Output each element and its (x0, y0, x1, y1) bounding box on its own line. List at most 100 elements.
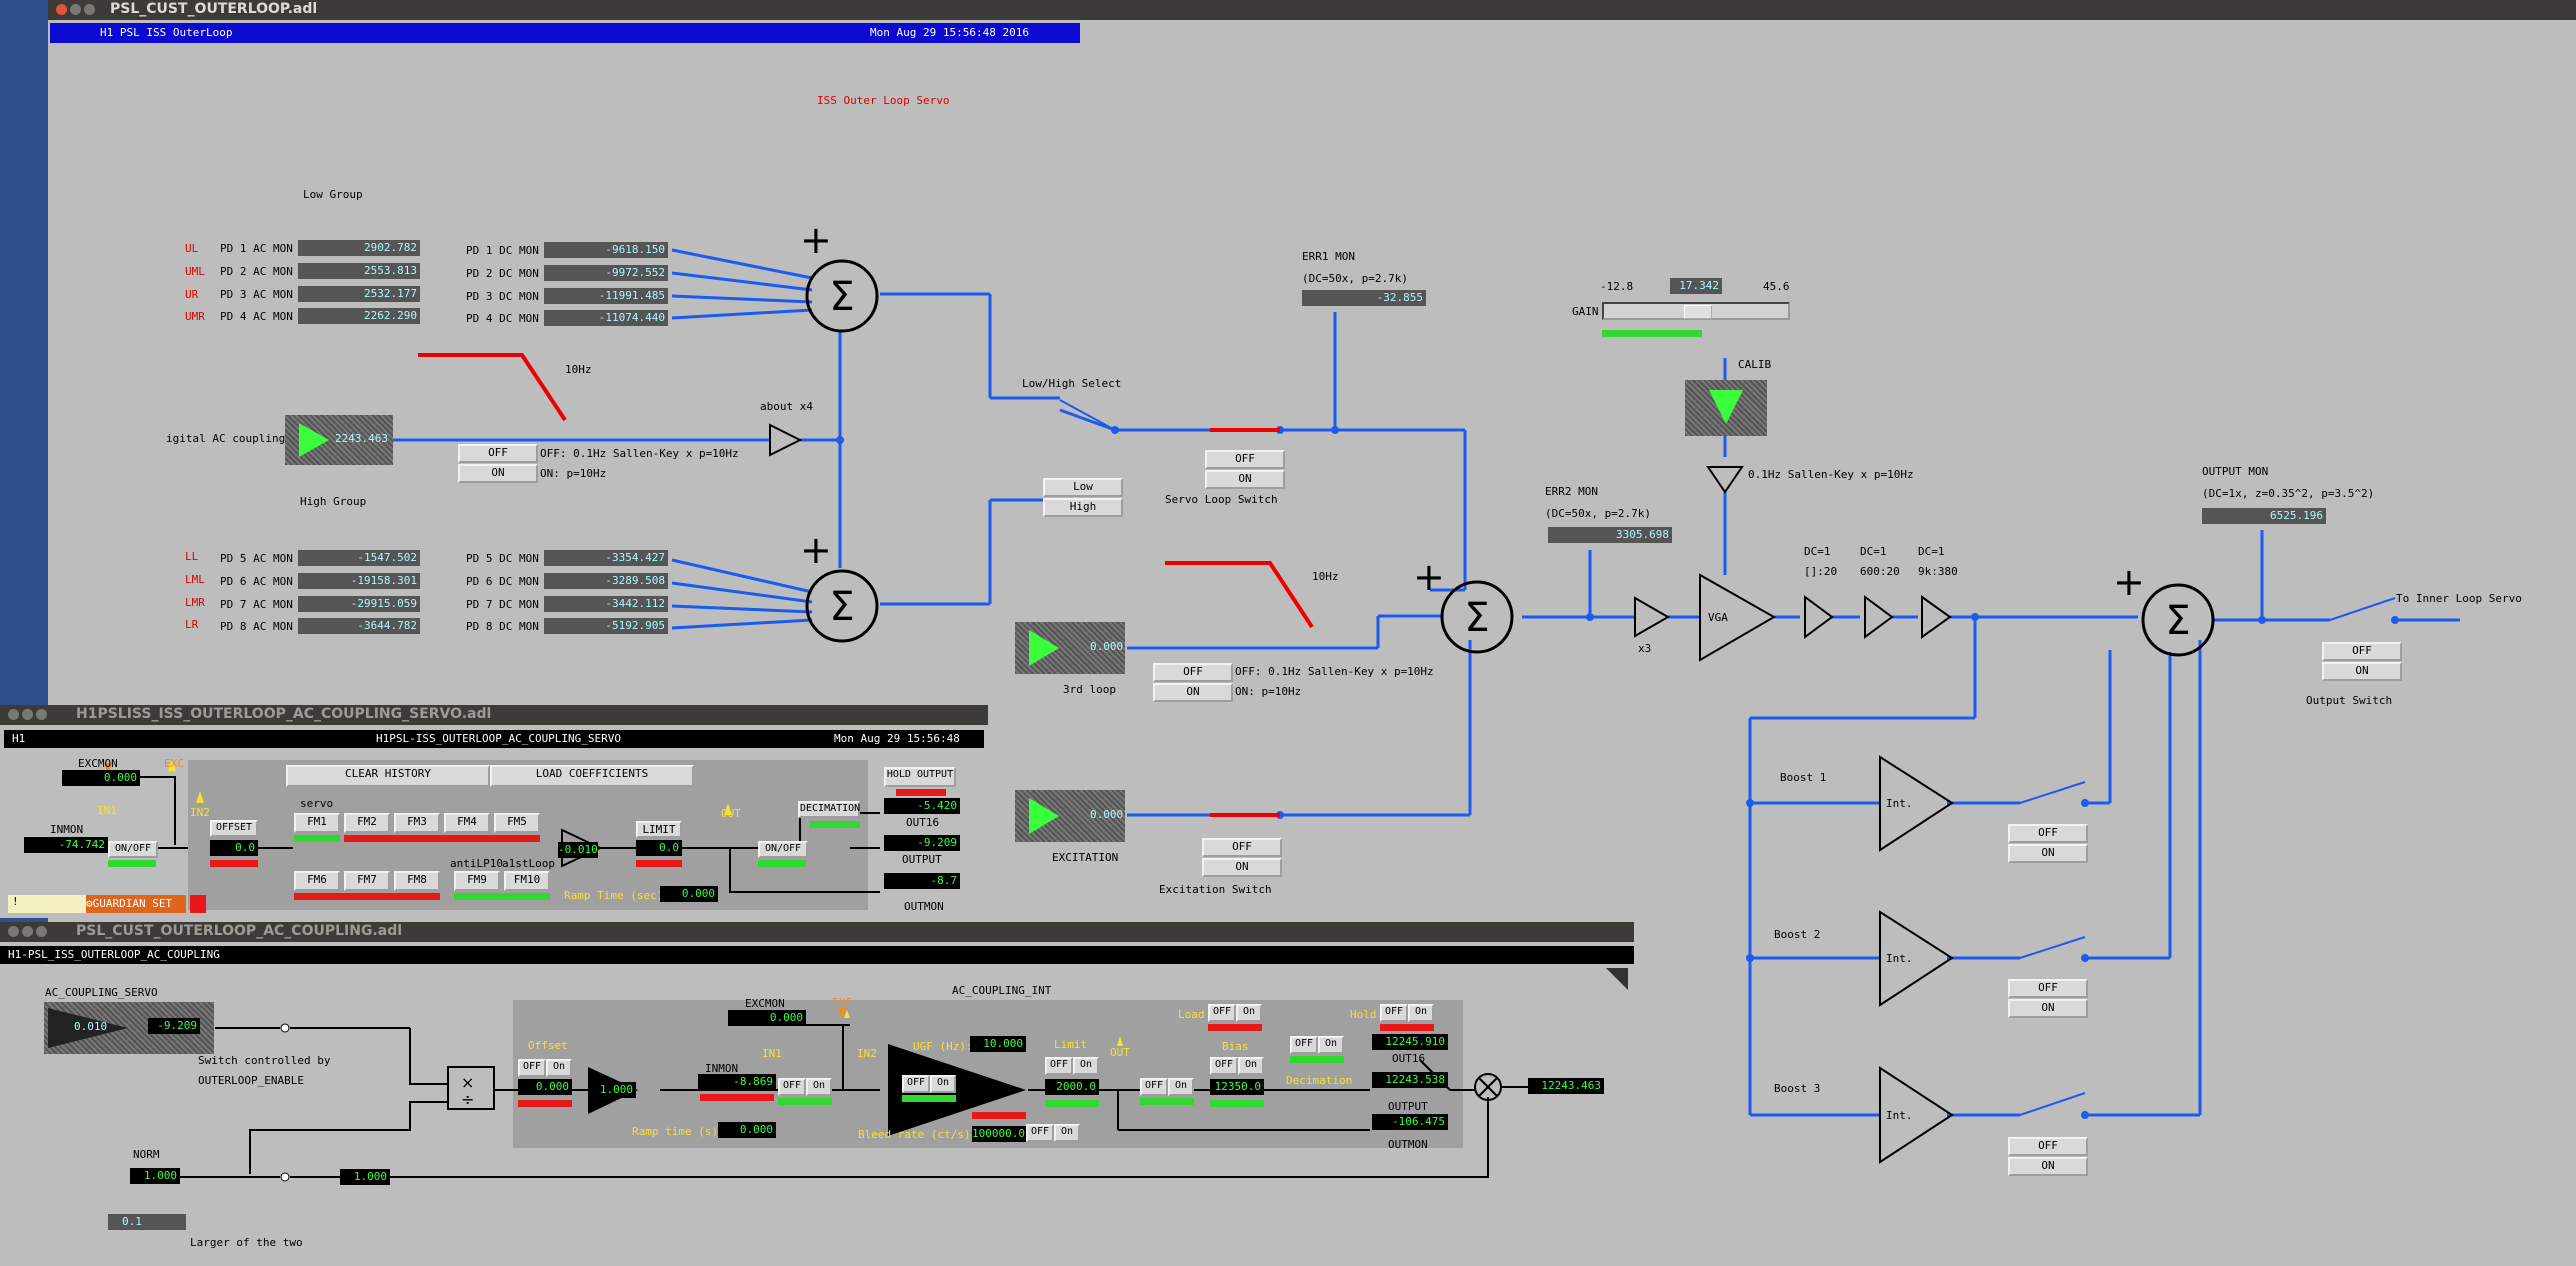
hold-output-button[interactable]: HOLD OUTPUT (884, 767, 956, 787)
ramp-time-value[interactable]: 0.000 (718, 1122, 776, 1138)
in2-label: IN2 (857, 1047, 877, 1060)
bleed-on-button[interactable]: On (1054, 1124, 1080, 1142)
boost2-off-button[interactable]: OFF (2008, 979, 2088, 998)
bleed-rate-value[interactable]: 100000.0 (972, 1126, 1026, 1142)
fm5-button[interactable]: FM5 (494, 813, 540, 833)
bias-on-button[interactable]: On (1238, 1057, 1264, 1075)
excitation-on-button[interactable]: ON (1202, 858, 1282, 877)
int-off-button[interactable]: OFF (902, 1075, 930, 1093)
load-off-button[interactable]: OFF (1208, 1004, 1236, 1022)
inmon-off-button[interactable]: OFF (778, 1078, 806, 1096)
servo-alert-box[interactable]: ! (8, 895, 86, 913)
limit-off-button[interactable]: OFF (1045, 1057, 1073, 1075)
maximize-icon[interactable] (36, 926, 47, 937)
servo-loop-on-button[interactable]: ON (1205, 470, 1285, 489)
servo-decimation-button[interactable]: DECIMATION (798, 801, 860, 818)
servo-out-onoff-button[interactable]: ON/OFF (758, 841, 808, 858)
fm2-button[interactable]: FM2 (344, 813, 390, 833)
servo-onoff-button[interactable]: ON/OFF (108, 841, 158, 858)
fm1-status (294, 835, 340, 842)
guardian-set-badge[interactable]: ⚙GUARDIAN SET (86, 895, 186, 913)
boost1-on-button[interactable]: ON (2008, 844, 2088, 863)
filter-off-button[interactable]: OFF (458, 444, 538, 463)
offset-on-button[interactable]: On (546, 1059, 572, 1077)
bias-value[interactable]: 12350.0 (1210, 1079, 1264, 1095)
load-on-button[interactable]: On (1236, 1004, 1262, 1022)
hold-on-button[interactable]: On (1408, 1004, 1434, 1022)
fm9-button[interactable]: FM9 (454, 871, 500, 891)
servo-limit-button[interactable]: LIMIT (636, 821, 682, 838)
bleed-off-button[interactable]: OFF (1026, 1124, 1054, 1142)
excitation-off-button[interactable]: OFF (1202, 838, 1282, 857)
filter-on-desc: ON: p=10Hz (540, 467, 607, 480)
offset-value[interactable]: 0.000 (518, 1079, 572, 1095)
servo-gain-value[interactable]: -0.010 (558, 842, 598, 858)
output-label: OUTPUT (1388, 1100, 1428, 1113)
minimize-icon[interactable] (70, 4, 81, 15)
servo-offset-value[interactable]: 0.0 (210, 840, 258, 856)
output-off-button[interactable]: OFF (2322, 642, 2402, 661)
close-icon[interactable] (56, 4, 67, 15)
inmon-on-button[interactable]: On (806, 1078, 832, 1096)
dc-mon-value: -9972.552 (544, 265, 668, 281)
boost3-off-button[interactable]: OFF (2008, 1137, 2088, 1156)
load-coefficients-button[interactable]: LOAD COEFFICIENTS (490, 765, 694, 787)
hold-off-button[interactable]: OFF (1380, 1004, 1408, 1022)
boost1-off-button[interactable]: OFF (2008, 824, 2088, 843)
servo-limit-value[interactable]: 0.0 (636, 840, 682, 856)
ramp-time-value[interactable]: 0.000 (660, 886, 718, 902)
excitation-block[interactable]: 0.000 (1015, 790, 1125, 842)
ugf-value[interactable]: 10.000 (970, 1036, 1026, 1052)
decimation-on-button[interactable]: On (1318, 1036, 1344, 1054)
limit-value[interactable]: 2000.0 (1045, 1079, 1099, 1095)
servo-offset-button[interactable]: OFFSET (210, 820, 258, 837)
decimation-off-button[interactable]: OFF (1290, 1036, 1318, 1054)
calib-block[interactable] (1685, 380, 1767, 436)
norm-value[interactable]: 1.000 (130, 1168, 180, 1184)
fm6-button[interactable]: FM6 (294, 871, 340, 891)
dc-mon-label: PD 1 DC MON (466, 244, 539, 257)
boost2-on-button[interactable]: ON (2008, 999, 2088, 1018)
err1-title: ERR1 MON (1302, 250, 1355, 263)
low-button[interactable]: Low (1043, 478, 1123, 497)
int-on-button[interactable]: On (930, 1075, 956, 1093)
out-off-button[interactable]: OFF (1140, 1078, 1168, 1096)
limit-on-button[interactable]: On (1073, 1057, 1099, 1075)
fm4-button[interactable]: FM4 (444, 813, 490, 833)
close-icon[interactable] (8, 709, 19, 720)
digital-ac-coupling-block[interactable]: 2243.463 (285, 415, 393, 465)
minimize-icon[interactable] (22, 709, 33, 720)
output-mon-title: OUTPUT MON (2202, 465, 2269, 478)
fm8-button[interactable]: FM8 (394, 871, 440, 891)
fm10-button[interactable]: FM10 (504, 871, 550, 891)
output-on-button[interactable]: ON (2322, 662, 2402, 681)
fm1-button[interactable]: FM1 (294, 813, 340, 833)
high-button[interactable]: High (1043, 498, 1123, 517)
third-filter-on-button[interactable]: ON (1153, 683, 1233, 702)
servo-loop-off-button[interactable]: OFF (1205, 450, 1285, 469)
bias-off-button[interactable]: OFF (1210, 1057, 1238, 1075)
bias-status (1210, 1100, 1264, 1107)
ac-coupling-servo-block[interactable]: 0.010 -9.209 (44, 1002, 214, 1054)
filter-on-button[interactable]: ON (458, 464, 538, 483)
gain-value[interactable]: 1.000 (590, 1082, 636, 1098)
fm3-button[interactable]: FM3 (394, 813, 440, 833)
inmon-label: INMON (705, 1062, 739, 1075)
third-loop-block[interactable]: 0.000 (1015, 622, 1125, 674)
gain-slider-thumb[interactable] (1684, 305, 1712, 319)
out-on-button[interactable]: On (1168, 1078, 1194, 1096)
boost3-on-button[interactable]: ON (2008, 1157, 2088, 1176)
close-icon[interactable] (8, 926, 19, 937)
third-filter-off-button[interactable]: OFF (1153, 663, 1233, 682)
offset-off-button[interactable]: OFF (518, 1059, 546, 1077)
gain-max: 45.6 (1763, 280, 1790, 293)
minimize-icon[interactable] (22, 926, 33, 937)
fm7-button[interactable]: FM7 (344, 871, 390, 891)
clear-history-button[interactable]: CLEAR HISTORY (286, 765, 490, 787)
maximize-icon[interactable] (84, 4, 95, 15)
play-icon (1029, 798, 1059, 834)
gain-slider[interactable] (1602, 302, 1790, 320)
excitation-label: EXCITATION (1052, 851, 1119, 864)
maximize-icon[interactable] (36, 709, 47, 720)
vga-label: VGA (1708, 611, 1728, 624)
